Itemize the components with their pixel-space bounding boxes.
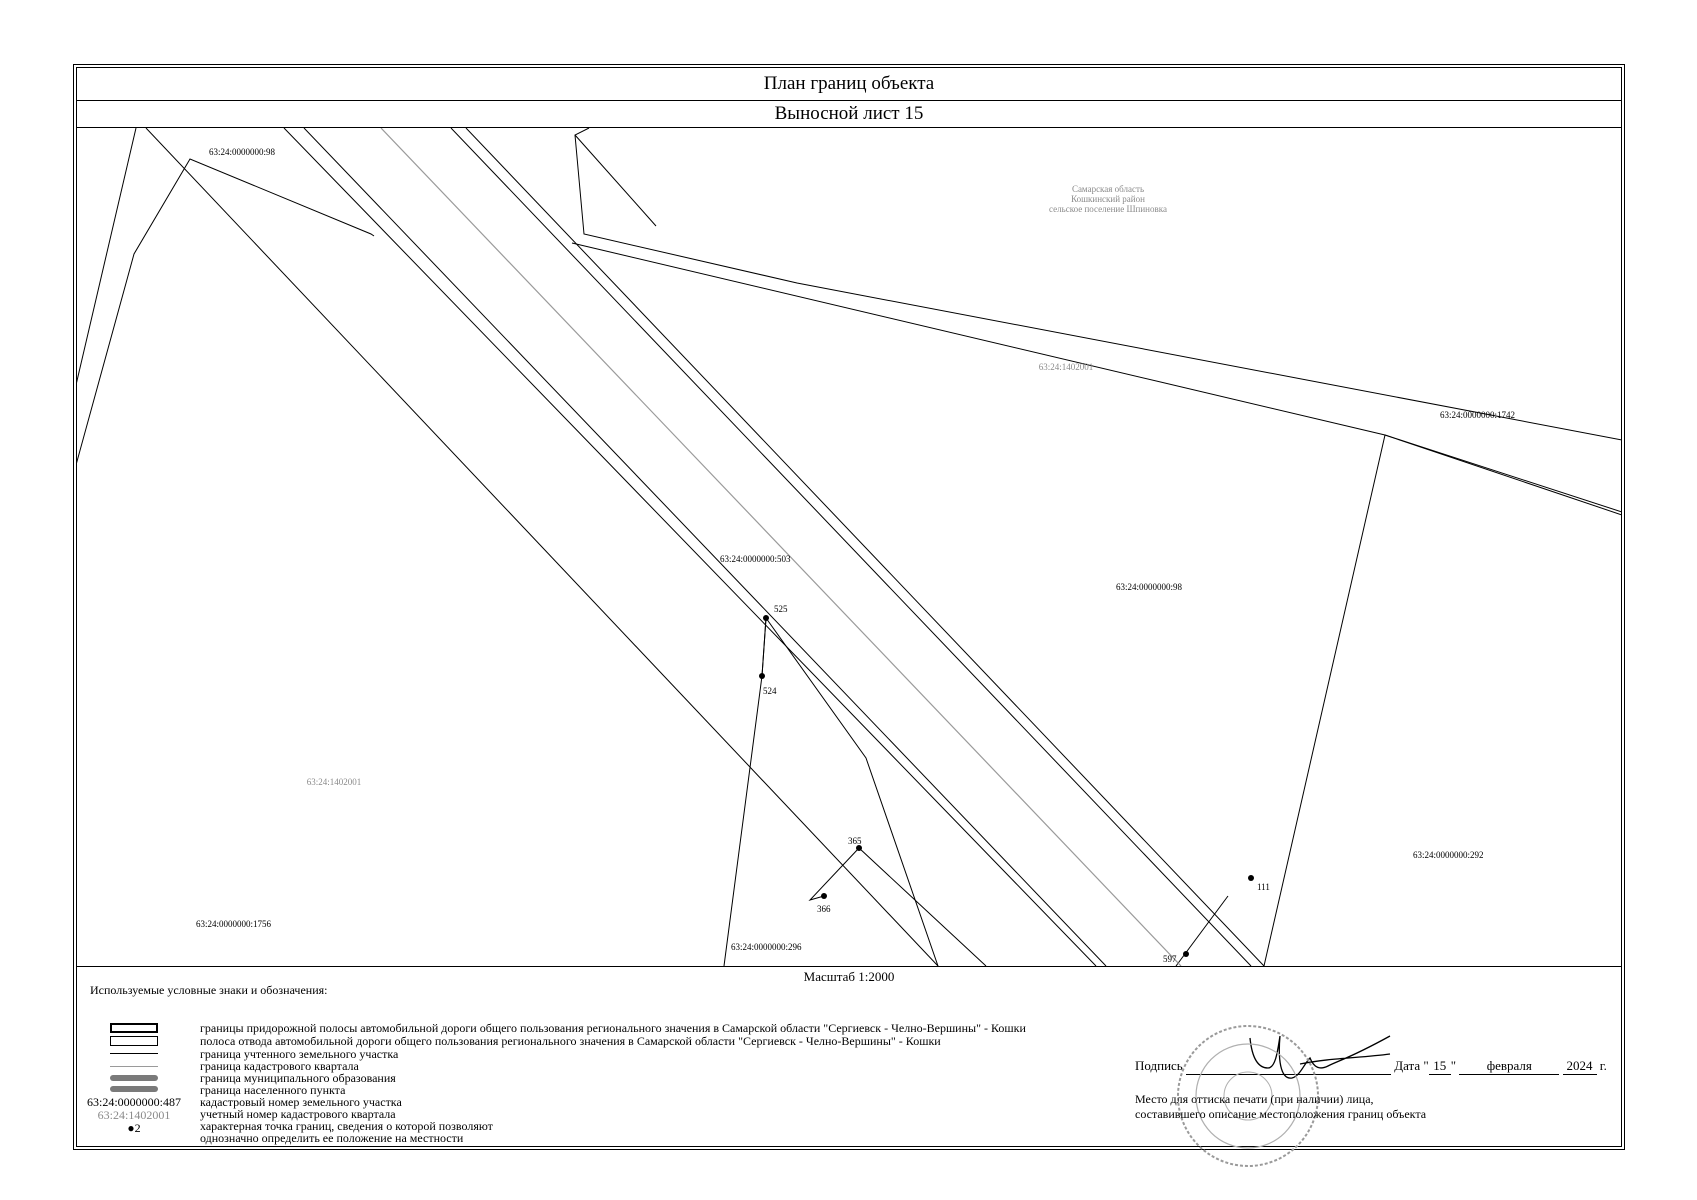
scale-label: Масштаб 1:2000 — [803, 969, 895, 984]
point-marker-525 — [763, 615, 769, 621]
point-label-597: 597 — [1163, 954, 1177, 964]
point-label-365: 365 — [848, 836, 862, 846]
legend-item-right-of-way: полоса отвода автомобильной дороги общег… — [200, 1034, 941, 1048]
point-label-524: 524 — [763, 686, 777, 696]
subtitle-row: Выносной лист 15 — [76, 101, 1622, 128]
road-edge-4 — [450, 128, 1252, 966]
legend-item-parcel-boundary: граница учтенного земельного участка — [200, 1047, 399, 1061]
road-edge-3 — [303, 128, 1107, 966]
date-day: 15 — [1428, 1058, 1451, 1075]
signature-label: Подпись — [1135, 1058, 1183, 1073]
region-label-line-2: Кошкинский район — [1071, 194, 1145, 204]
legend-item-municipal-boundary: граница муниципального образования — [200, 1071, 396, 1085]
legend-item-roadside-strip: границы придорожной полосы автомобильной… — [200, 1021, 1026, 1035]
parcel-label-503: 63:24:0000000:503 — [720, 554, 791, 564]
legend-sample-point: ●2 — [69, 1121, 199, 1136]
point-marker-365 — [856, 845, 862, 851]
parcel-label-1756: 63:24:0000000:1756 — [196, 919, 272, 929]
date-year-suffix: г. — [1599, 1058, 1607, 1073]
legend-symbol-right-of-way — [110, 1036, 158, 1046]
stamp-note: Место для оттиска печати (при наличии) л… — [1135, 1092, 1426, 1122]
parcel-label-98-top: 63:24:0000000:98 — [209, 147, 276, 157]
legend-item-point-line-1: характерная точка границ, сведения о кот… — [200, 1119, 493, 1133]
point-label-366: 366 — [817, 904, 831, 914]
parcel-label-1742: 63:24:0000000:1742 — [1440, 410, 1515, 420]
region-label-line-1: Самарская область — [1072, 184, 1144, 194]
legend-symbol-settlement-boundary — [110, 1086, 158, 1092]
cross-road-upper — [574, 128, 1622, 441]
parcel-label-98-mid: 63:24:0000000:98 — [1116, 582, 1183, 592]
legend-sample-point-number: 2 — [134, 1121, 141, 1135]
legend-sample-parcel: 63:24:0000000:487 — [86, 1095, 181, 1109]
map-area: 63:24:0000000:98 63:24:0000000:1742 63:2… — [76, 128, 1622, 966]
point-marker-366 — [821, 893, 827, 899]
legend-symbol-parcel-boundary — [110, 1053, 158, 1054]
legend-sample-quarter: 63:24:1402001 — [97, 1108, 171, 1122]
map-bottom-border — [76, 966, 1622, 967]
parcel-503-west — [723, 617, 767, 966]
legend-symbol-roadside-strip — [110, 1023, 158, 1033]
quarter-label-left: 63:24:1402001 — [307, 777, 362, 787]
date-month: февраля — [1459, 1058, 1560, 1075]
outer-frame — [73, 64, 1625, 1150]
legend-symbol-quarter-boundary — [110, 1066, 158, 1067]
point-365-366 — [808, 847, 987, 966]
legend-title: Используемые условные знаки и обозначени… — [90, 983, 328, 997]
point-marker-111 — [1248, 875, 1254, 881]
parcel-label-296: 63:24:0000000:296 — [731, 942, 802, 952]
legend-item-quarter-number: учетный номер кадастрового квартала — [200, 1107, 396, 1121]
road-edge-2 — [283, 128, 1097, 966]
stamp-note-line-2: составившего описание местоположения гра… — [1135, 1107, 1427, 1121]
title-row: План границ объекта — [76, 67, 1622, 101]
point-dot-icon: ● — [127, 1121, 135, 1135]
point-label-525: 525 — [774, 604, 788, 614]
legend-item-parcel-number: кадастровый номер земельного участка — [200, 1095, 402, 1109]
date-year: 2024 — [1562, 1058, 1597, 1075]
region-label-line-3: сельское поселение Шпиновка — [1049, 204, 1167, 214]
quarter-label-right: 63:24:1402001 — [1039, 362, 1094, 372]
parcel-boundary-left — [76, 128, 137, 386]
road-edge-5 — [465, 128, 1265, 966]
point-marker-597 — [1183, 951, 1189, 957]
handwritten-signature — [1249, 1035, 1391, 1079]
legend-item-point-line-2: однозначно определить ее положение на ме… — [200, 1131, 464, 1145]
legend-item-quarter-boundary: граница кадастрового квартала — [200, 1059, 359, 1073]
road-edge-1 — [145, 128, 939, 966]
point-label-111: 111 — [1257, 882, 1270, 892]
point-marker-524 — [759, 673, 765, 679]
stamp-note-line-1: Место для оттиска печати (при наличии) л… — [1135, 1092, 1374, 1106]
signature-field — [1186, 1058, 1391, 1075]
legend-item-settlement-boundary: граница населенного пункта — [200, 1083, 346, 1097]
page-title: План границ объекта — [763, 72, 935, 94]
cross-road-frag — [574, 134, 657, 227]
cross-road-lower-2 — [1384, 434, 1622, 516]
boundary-map: 63:24:0000000:98 63:24:0000000:1742 63:2… — [76, 128, 1622, 966]
parcel-boundary-left-2 — [76, 158, 375, 466]
inner-frame — [76, 67, 1622, 1147]
signature-line: Подпись Дата "15" февраля 2024 г. — [1135, 1058, 1607, 1075]
parcel-503-link — [761, 616, 939, 966]
seal-stamp — [1177, 1025, 1319, 1167]
sheet-subtitle: Выносной лист 15 — [774, 103, 924, 124]
date-label: Дата — [1394, 1058, 1421, 1073]
quarter-boundary — [380, 128, 1182, 966]
parcel-label-292: 63:24:0000000:292 — [1413, 850, 1484, 860]
cross-road-lower — [571, 242, 1622, 513]
parcel-98-east — [1263, 434, 1386, 966]
legend-symbol-municipal-boundary — [110, 1075, 158, 1081]
